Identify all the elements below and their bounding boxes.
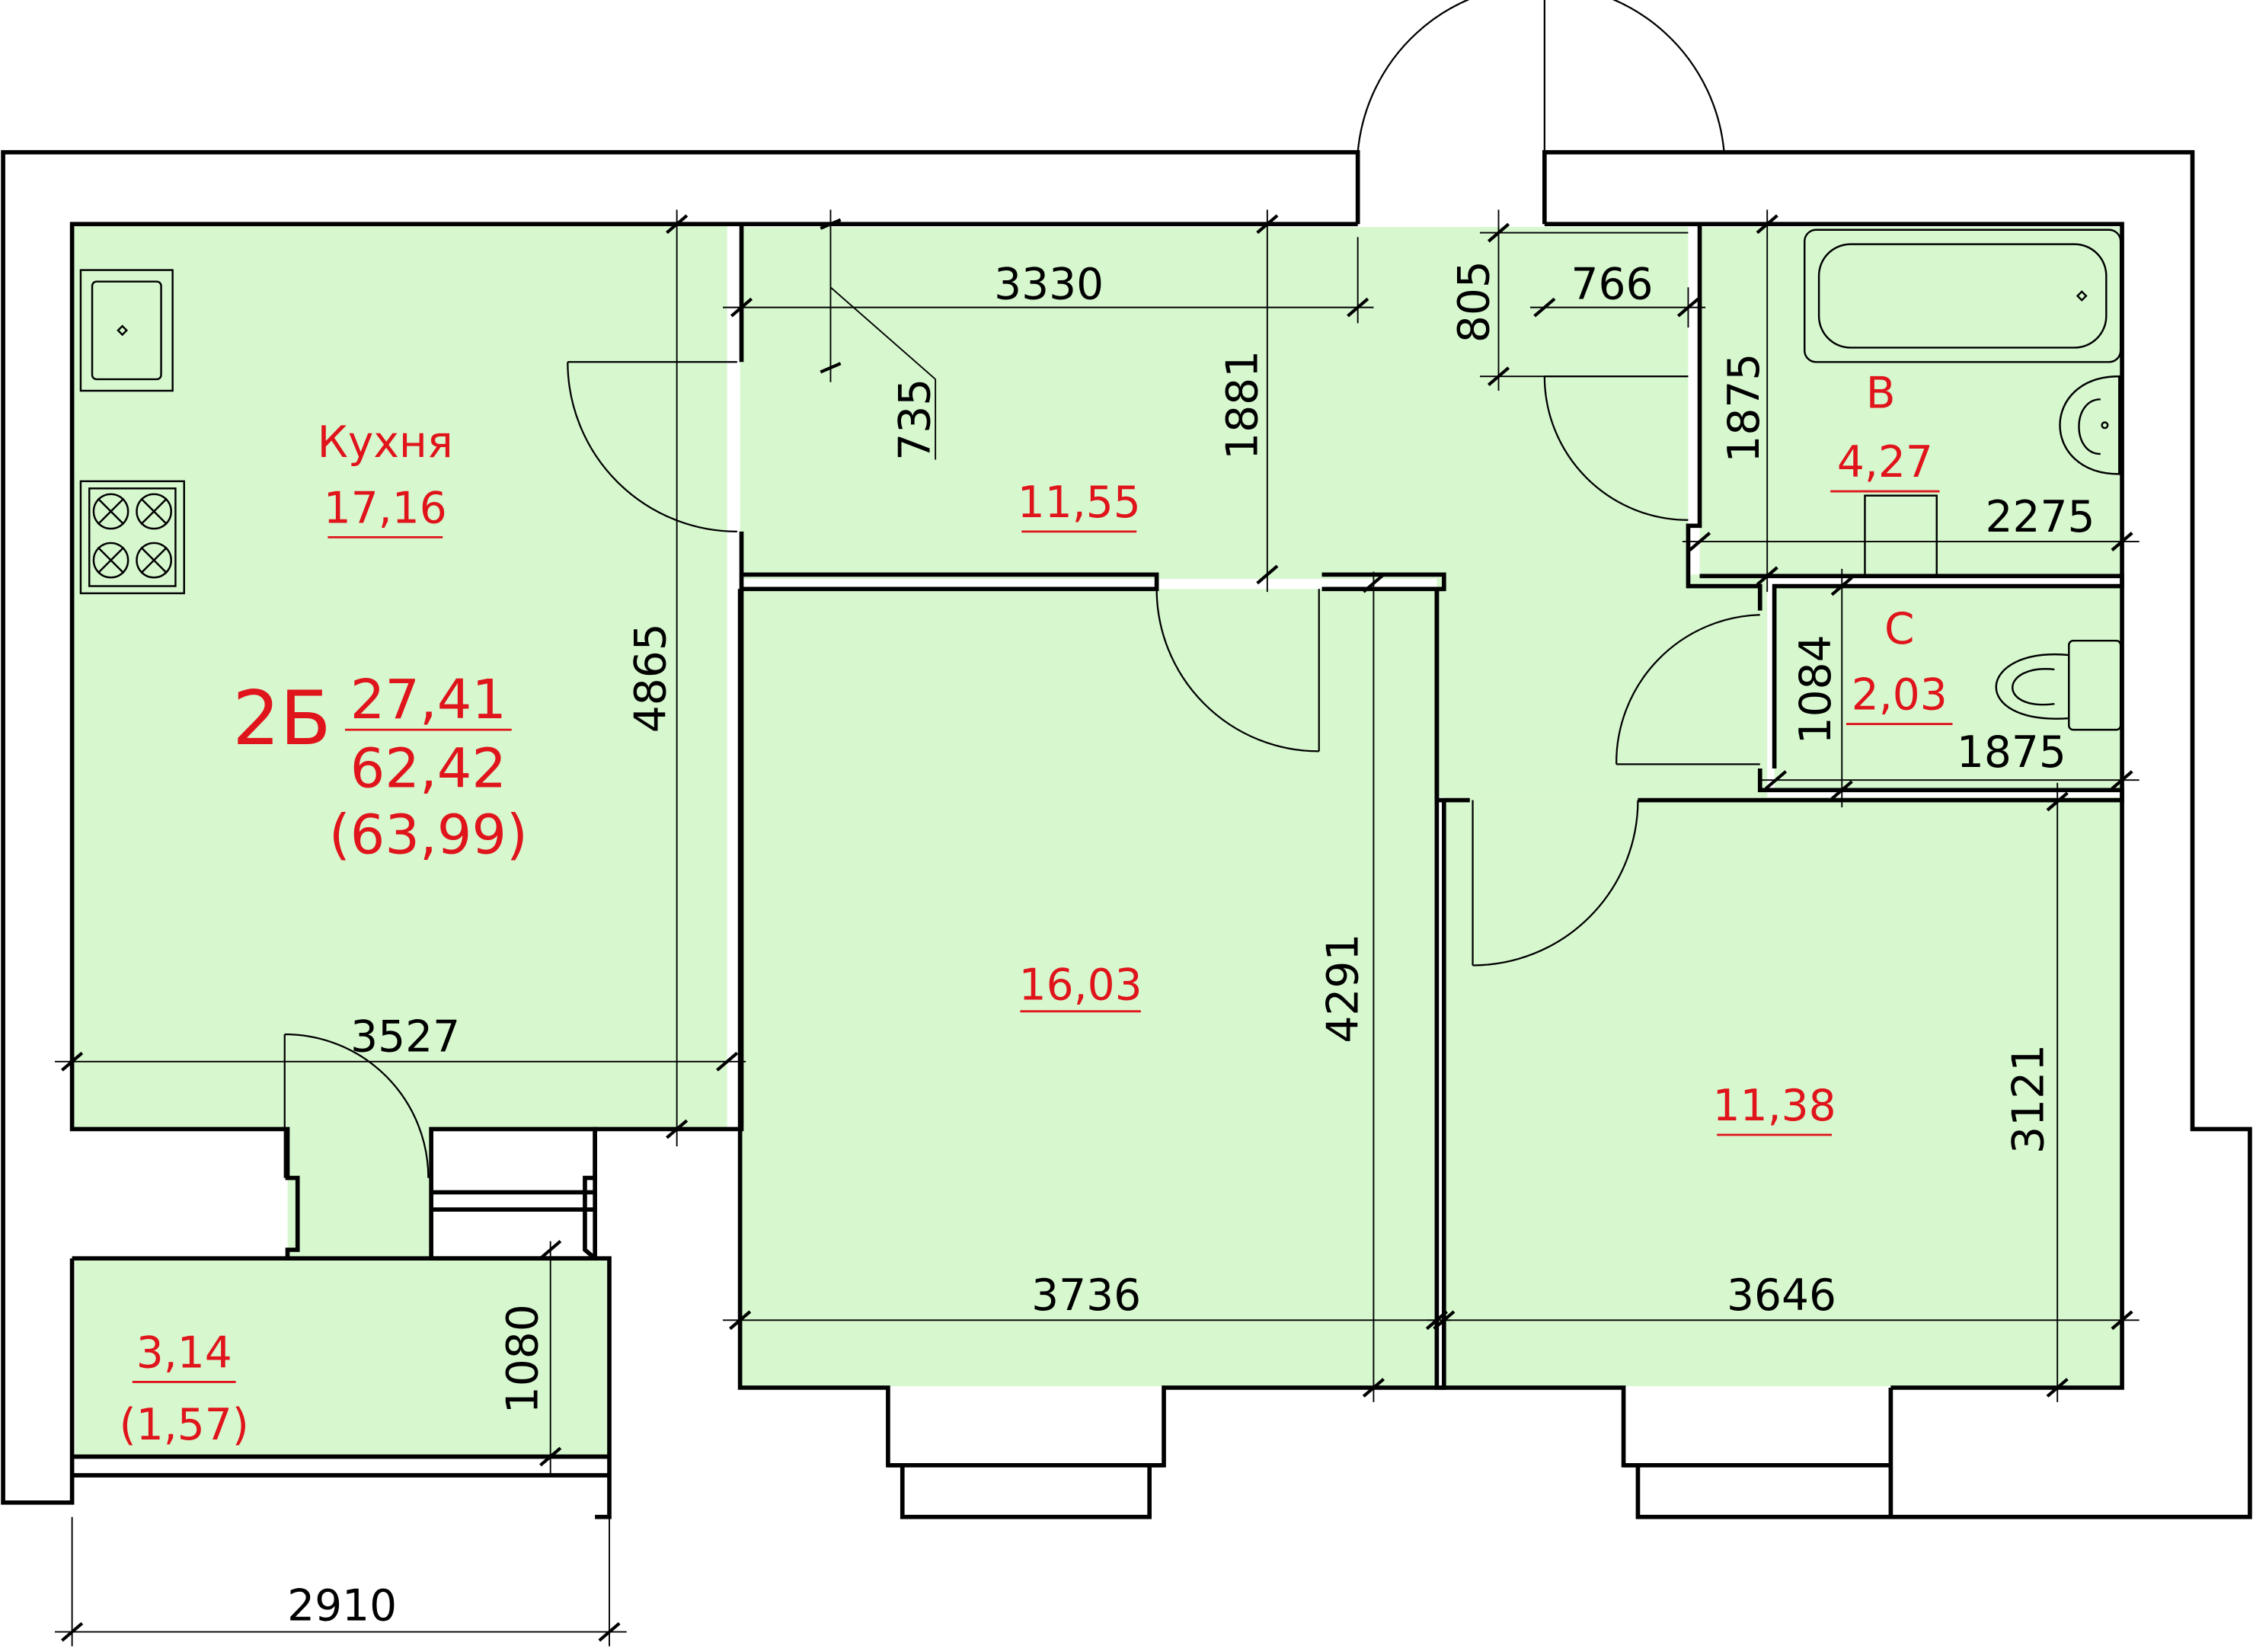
bathroom-floor xyxy=(1699,227,2123,577)
kitchen-area: 17,16 xyxy=(324,484,447,534)
balcony-area: 3,14 xyxy=(136,1328,232,1379)
bathroom-door-arc xyxy=(1543,376,1689,521)
bathroom-label: В xyxy=(1866,369,1896,419)
dim-766: 766 xyxy=(1571,259,1653,309)
dim-3121: 3121 xyxy=(2003,1044,2053,1154)
dimension-labels: 3330 735 1881 805 766 1875 2275 1084 187… xyxy=(287,259,2095,1631)
balcony-floor xyxy=(75,1258,610,1457)
dim-4291: 4291 xyxy=(1318,934,1369,1043)
kitchen-label: Кухня xyxy=(318,417,453,468)
kitchen-wall xyxy=(69,222,1358,1259)
bathroom-left-wall xyxy=(1686,224,1762,611)
balcony-wall xyxy=(72,1256,612,1519)
entrance-door-arc xyxy=(1357,0,1725,153)
dim-2910: 2910 xyxy=(287,1581,397,1631)
toilet-bottom-wall xyxy=(1638,768,2124,803)
washbasin-icon xyxy=(2059,375,2120,475)
passage-floor xyxy=(287,1129,432,1259)
dim-2275: 2275 xyxy=(1986,492,2095,542)
dim-4865: 4865 xyxy=(626,623,676,733)
hall-area: 11,55 xyxy=(1018,478,1141,528)
bathroom-area: 4,27 xyxy=(1837,437,1933,487)
dim-1875-v: 1875 xyxy=(1719,353,1769,463)
toilet-label: С xyxy=(1884,604,1915,654)
unit-code: 2Б xyxy=(232,676,331,762)
balcony-door-arc xyxy=(284,1033,430,1178)
toilet-area: 2,03 xyxy=(1852,670,1948,721)
kitchen-door-arc xyxy=(567,362,737,532)
dim-805: 805 xyxy=(1449,260,1499,343)
kitchen-sink-icon xyxy=(79,269,174,392)
dim-3527: 3527 xyxy=(350,1012,460,1062)
room-center-area: 16,03 xyxy=(1019,960,1142,1011)
dim-735: 735 xyxy=(890,379,941,461)
room-center-floor xyxy=(740,589,1437,1387)
hall-bottom-wall xyxy=(740,572,1159,592)
dim-1881: 1881 xyxy=(1218,350,1268,460)
toilet-icon xyxy=(1995,639,2122,731)
room-right-floor xyxy=(1443,797,2123,1387)
washing-machine-icon xyxy=(1864,494,1938,577)
room-center-door-arc xyxy=(1155,589,1319,753)
outer-wall-left xyxy=(1,150,1360,1505)
floor-fills xyxy=(72,224,2123,1457)
dim-3736: 3736 xyxy=(1031,1270,1141,1321)
outer-wall-right xyxy=(1542,150,2252,1519)
room-right-area: 11,38 xyxy=(1713,1081,1836,1131)
bath-toilet-wall xyxy=(1699,574,2124,769)
fixtures xyxy=(79,228,2122,731)
stove-icon xyxy=(79,480,185,595)
dimension-lines xyxy=(54,209,2140,1647)
toilet-door-arc xyxy=(1615,614,1760,765)
room-right-door-arc xyxy=(1472,800,1639,967)
balcony-reduced-area: (1,57) xyxy=(120,1400,249,1450)
dim-1875-h: 1875 xyxy=(1957,727,2066,778)
hall-floor xyxy=(740,227,1689,580)
kitchen-floor xyxy=(72,224,727,1130)
dim-3646: 3646 xyxy=(1727,1270,1836,1321)
toilet-floor xyxy=(1774,586,2123,791)
dim-1080: 1080 xyxy=(498,1304,548,1414)
dim-1084: 1084 xyxy=(1791,634,1841,744)
walls xyxy=(1,150,2252,1519)
total-area: 62,42 xyxy=(350,737,507,800)
corridor-floor xyxy=(1436,574,1768,797)
hall-top-wall xyxy=(1544,222,2124,1390)
total-area-with-balcony: (63,99) xyxy=(329,802,528,866)
living-area: 27,41 xyxy=(350,667,507,731)
dim-3330: 3330 xyxy=(994,259,1104,309)
room-labels: Кухня 17,16 2Б 27,41 62,42 (63,99) 11,55… xyxy=(120,369,1953,1450)
bathtub-icon xyxy=(1804,228,2122,363)
dimension-ticks xyxy=(61,214,2133,1642)
